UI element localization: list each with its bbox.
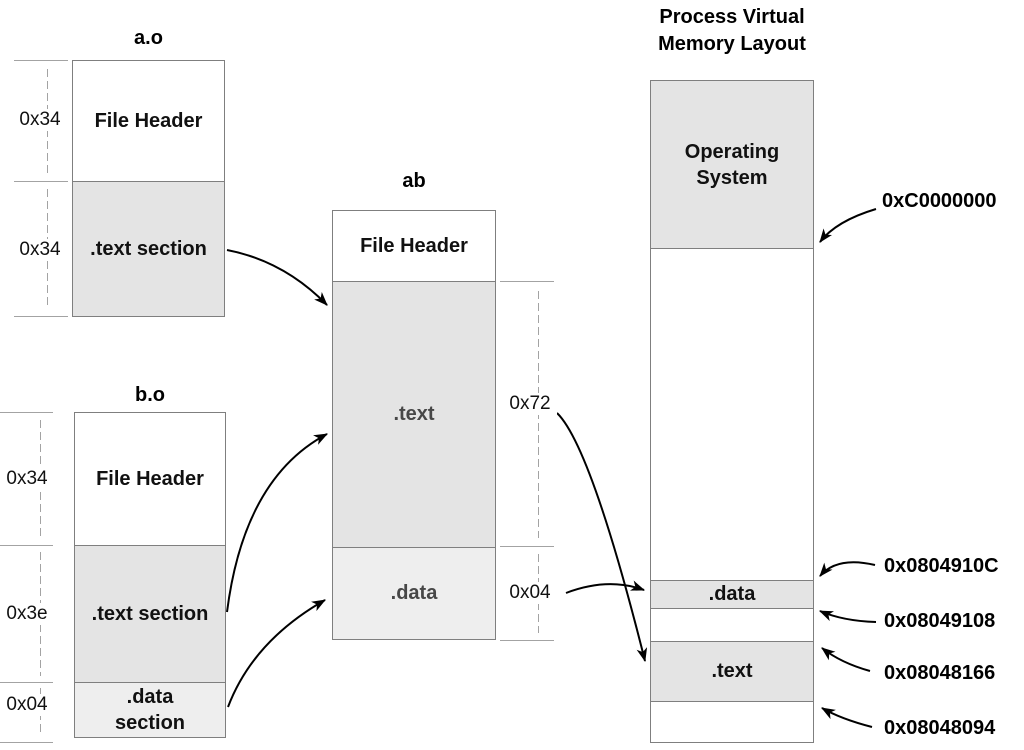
arrow-address-text-end <box>821 647 871 672</box>
arrow-ab-text-to-memory-text <box>556 412 648 663</box>
ruler-object-file-a <box>14 60 68 317</box>
text-section: .text section <box>73 181 224 316</box>
gap-region <box>651 608 813 641</box>
object-file-b-box: File Header .text section .data section <box>74 412 226 738</box>
file-header-label: File Header <box>96 467 204 490</box>
gap-region <box>651 701 813 742</box>
arrow-bo-text-to-ab-text <box>226 433 328 613</box>
size-label-ab-text: 0x72 <box>503 393 557 415</box>
file-header-section: File Header <box>75 413 225 545</box>
arrow-address-data-start <box>819 610 877 623</box>
file-header-label: File Header <box>94 109 203 132</box>
arrow-ab-data-to-memory-data <box>565 580 646 594</box>
text-region: .text <box>651 641 813 701</box>
text-section: .text section <box>75 545 225 682</box>
data-section-label: .data section <box>114 686 186 734</box>
arrow-bo-data-to-ab-data <box>227 599 326 708</box>
text-region-label: .text <box>711 660 753 682</box>
text-section-label: .text section <box>91 602 209 625</box>
size-label-bo-header: 0x34 <box>1 468 53 490</box>
file-header-label: File Header <box>360 234 468 257</box>
ruler-object-file-b <box>0 412 53 743</box>
operating-system-region: Operating System <box>651 81 813 248</box>
size-label-ao-text: 0x34 <box>14 239 66 261</box>
data-section: .data section <box>75 682 225 737</box>
file-header-section: File Header <box>333 211 495 281</box>
address-data-start: 0x08049108 <box>884 610 996 632</box>
arrow-address-os-base <box>819 208 877 243</box>
object-file-a-title: a.o <box>134 27 163 49</box>
executable-box: File Header .text .data <box>332 210 496 640</box>
arrow-ao-text-to-ab-text <box>226 249 328 306</box>
object-file-b-title: b.o <box>135 384 165 406</box>
address-text-start: 0x08048094 <box>884 717 996 739</box>
size-label-bo-data: 0x04 <box>1 694 53 716</box>
operating-system-label: Operating System <box>684 140 780 189</box>
arrow-address-text-start <box>821 707 873 728</box>
object-file-a-box: File Header .text section <box>72 60 225 317</box>
size-label-bo-text: 0x3e <box>1 603 53 625</box>
memory-layout-title: Process Virtual Memory Layout <box>658 6 806 55</box>
address-data-end: 0x0804910C <box>884 555 999 577</box>
data-region-label: .data <box>708 583 756 605</box>
size-label-ao-header: 0x34 <box>14 109 66 131</box>
address-text-end: 0x08048166 <box>884 662 996 684</box>
data-region: .data <box>651 580 813 608</box>
text-section: .text <box>333 281 495 547</box>
text-section-label: .text section <box>90 237 207 260</box>
text-section-label: .text <box>393 403 435 425</box>
file-header-section: File Header <box>73 61 224 181</box>
memory-layout-box: Operating System .data .text <box>650 80 814 743</box>
data-section-label: .data <box>390 582 438 604</box>
unmapped-region <box>651 248 813 580</box>
size-label-ab-data: 0x04 <box>503 582 557 604</box>
data-section: .data <box>333 547 495 639</box>
executable-title: ab <box>402 170 426 192</box>
arrow-address-data-end <box>819 561 876 577</box>
address-os-base: 0xC0000000 <box>882 190 997 212</box>
